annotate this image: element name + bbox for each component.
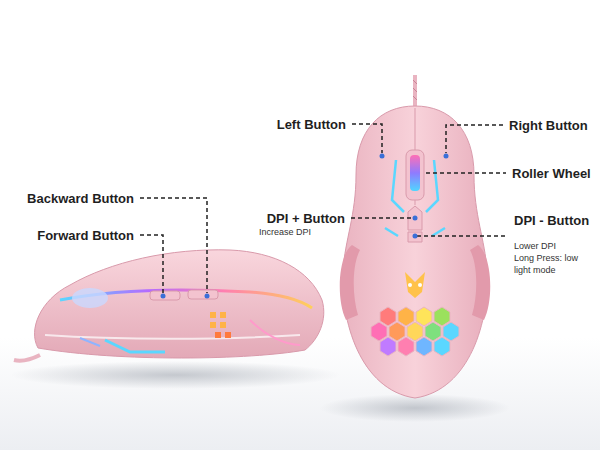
part-label: Left Button bbox=[277, 117, 346, 132]
function-note: Long Press: low light mode bbox=[514, 252, 580, 276]
part-label: DPI - Button bbox=[514, 213, 589, 228]
part-label: Backward Button bbox=[27, 191, 134, 206]
part-label: Roller Wheel bbox=[512, 166, 591, 181]
function-note: Lower DPI bbox=[514, 240, 556, 252]
part-label: Forward Button bbox=[37, 228, 134, 243]
part-label: Right Button bbox=[509, 118, 588, 133]
part-label: DPI + Button bbox=[267, 211, 345, 226]
function-note: Increase DPI bbox=[259, 226, 311, 238]
